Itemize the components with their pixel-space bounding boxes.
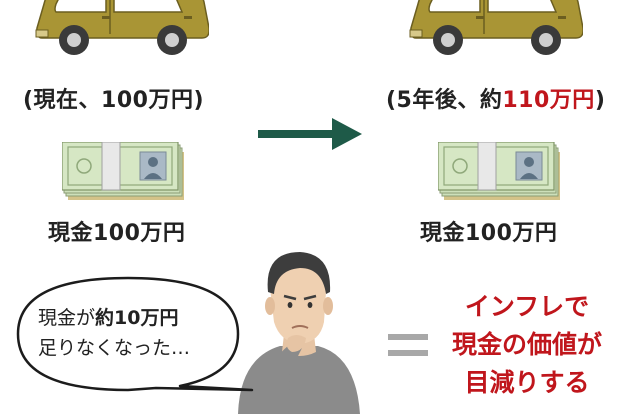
- car-caption-left: (現在、100万円): [23, 82, 204, 114]
- bubble-line-2: 足りなくなった…: [38, 337, 191, 359]
- arrow-right-icon: [258, 118, 362, 150]
- bubble-line-1: 現金が約10万円: [38, 303, 190, 333]
- bubble-text: 現金が約10万円 足りなくなった…: [38, 303, 190, 363]
- cash-caption-left: 現金100万円: [48, 221, 186, 246]
- car-caption-right: (5年後、約110万円): [386, 82, 605, 114]
- car-caption-right-prefix: (5年後、約: [386, 88, 503, 113]
- bubble-line-1-b: 約10万円: [95, 307, 179, 329]
- conclusion-line-3: 目減りする: [464, 368, 590, 397]
- speech-bubble: [16, 276, 254, 392]
- conclusion-text: インフレで 現金の価値が 目減りする: [432, 288, 622, 402]
- car-caption-right-highlight: 110万円: [502, 88, 595, 113]
- car-illustration-left: [34, 0, 209, 57]
- conclusion-line-2: 現金の価値が: [451, 330, 602, 359]
- bubble-line-1-a: 現金が: [38, 307, 96, 329]
- conclusion-line-1: インフレで: [464, 292, 590, 321]
- equals-sign-text: =: [388, 332, 389, 333]
- worried-man-illustration: [238, 252, 360, 414]
- car-caption-right-suffix: ): [594, 88, 606, 113]
- equals-sign: =: [388, 332, 428, 358]
- cash-bundle-left: [62, 142, 187, 202]
- cash-bundle-right: [438, 142, 563, 202]
- car-caption-left-text: (現在、100万円): [23, 88, 205, 113]
- car-illustration-right: [408, 0, 583, 57]
- cash-caption-right: 現金100万円: [420, 221, 558, 246]
